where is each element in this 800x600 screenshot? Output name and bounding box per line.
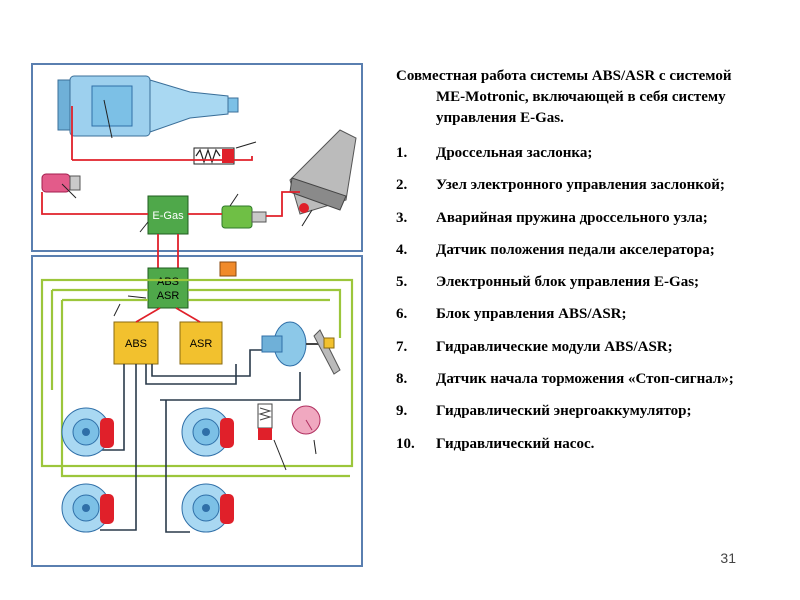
item-text: Электронный блок управления E-Gas; xyxy=(436,274,700,291)
component-list: 1. Дроссельная заслонка; 2. Узел электронн… xyxy=(396,143,800,466)
stop-light-relay xyxy=(219,261,237,277)
list-item: 10. Гидравлический насос. xyxy=(396,434,800,466)
list-item: 9. Гидравлический энергоаккумулятор; xyxy=(396,401,800,433)
abs-module xyxy=(113,321,159,365)
list-item: 1. Дроссельная заслонка; xyxy=(396,143,800,175)
item-number: 9. xyxy=(396,403,408,420)
wheel-front-left xyxy=(61,407,114,457)
item-text: Аварийная пружина дроссельного узла; xyxy=(436,209,708,226)
hydraulic-dark-lines xyxy=(100,349,301,533)
leader-lines xyxy=(61,99,317,471)
signal-lines-lower xyxy=(135,307,201,323)
list-item: 4. Датчик положения педали акселератора; xyxy=(396,240,800,272)
item-text: Гидравлический энергоаккумулятор; xyxy=(436,403,692,420)
abs-asr-label-2: ASR xyxy=(157,290,180,302)
title-rest: ME-Motronic, включающей в себя систему у… xyxy=(436,89,726,126)
wheel-front-right xyxy=(181,407,234,457)
item-number: 6. xyxy=(396,306,408,323)
list-item: 2. Узел электронного управления заслонкой… xyxy=(396,175,800,207)
item-number: 1. xyxy=(396,145,408,161)
item-number: 4. xyxy=(396,241,408,258)
item-number: 8. xyxy=(396,371,408,388)
asr-label: ASR xyxy=(190,338,213,350)
item-text: Гидравлические модули ABS/ASR; xyxy=(436,338,673,355)
list-item: 6. Блок управления ABS/ASR; xyxy=(396,304,800,336)
item-text: Гидравлический насос. xyxy=(436,435,595,452)
slide-title: Совместная работа системы ABS/ASR с сист… xyxy=(396,66,796,129)
asr-module xyxy=(179,321,223,365)
egas-ecu xyxy=(147,195,189,235)
title-first-line: Совместная работа системы ABS/ASR с сист… xyxy=(396,68,732,84)
throttle-body-engine xyxy=(57,75,239,137)
item-text: Блок управления ABS/ASR; xyxy=(436,306,627,323)
list-item: 3. Аварийная пружина дроссельного узла; xyxy=(396,208,800,240)
wheel-rear-left xyxy=(61,483,114,533)
abs-asr-label-1: ABS xyxy=(157,276,179,288)
pedal-sensor xyxy=(221,205,267,229)
item-number: 7. xyxy=(396,338,408,355)
accelerator-pedal xyxy=(289,129,357,215)
item-number: 10. xyxy=(396,435,415,452)
throttle-actuator xyxy=(41,173,71,193)
item-text: Датчик начала торможения «Стоп-сигнал»; xyxy=(436,371,734,388)
signal-lines-upper xyxy=(41,106,300,268)
abs-label: ABS xyxy=(125,338,147,350)
brake-booster xyxy=(261,321,341,375)
slide-number: 31 xyxy=(720,550,736,566)
list-item: 5. Электронный блок управления E-Gas; xyxy=(396,272,800,304)
emergency-spring xyxy=(193,147,235,165)
list-item: 8. Датчик начала торможения «Стоп-сигнал»… xyxy=(396,369,800,401)
list-item: 7. Гидравлические модули ABS/ASR; xyxy=(396,337,800,369)
wheel-rear-right xyxy=(181,483,234,533)
hydraulic-pump xyxy=(257,403,273,440)
item-number: 2. xyxy=(396,177,408,194)
item-text: Дроссельная заслонка; xyxy=(436,145,593,161)
item-number: 3. xyxy=(396,209,408,226)
egas-label: E-Gas xyxy=(152,210,184,222)
item-number: 5. xyxy=(396,274,408,291)
hydraulic-green-lines xyxy=(40,278,354,478)
item-text: Узел электронного управления заслонкой; xyxy=(436,177,725,194)
abs-asr-ecu xyxy=(147,267,189,309)
item-text: Датчик положения педали акселератора; xyxy=(436,241,715,258)
